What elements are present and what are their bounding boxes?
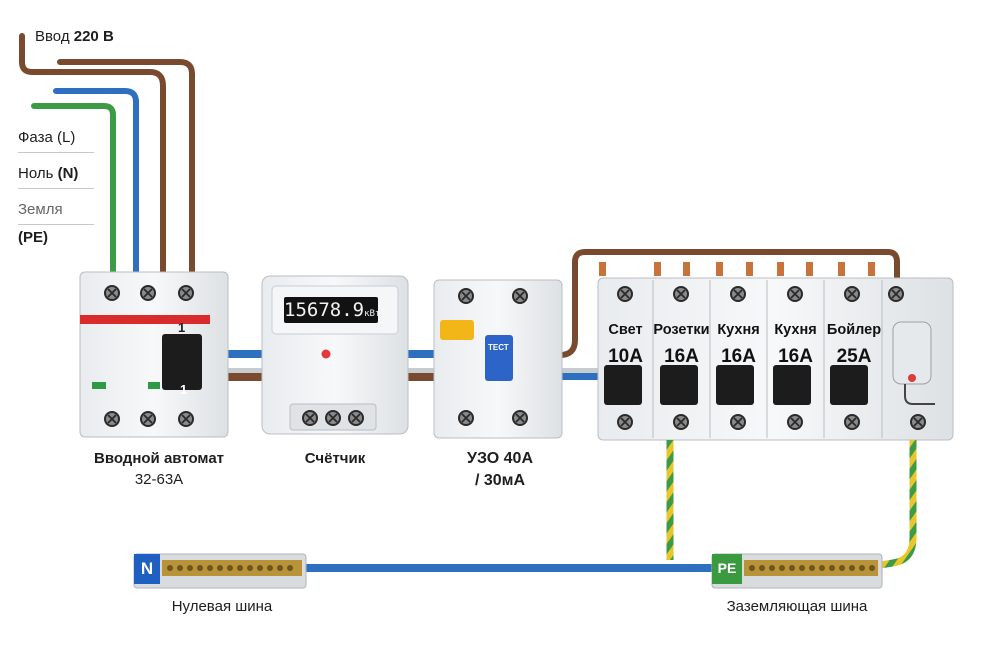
pe-wire-right: [879, 440, 917, 569]
breaker-1-amps: 10А: [608, 346, 643, 367]
input-voltage: 220 В: [73, 28, 114, 45]
meter-display: 15678.9кВт: [284, 297, 381, 323]
breaker-2: Розетки 16А: [653, 322, 710, 368]
rcd-test-label: ТЕСТ: [488, 343, 509, 352]
main-breaker-handle-bottom: 1: [180, 382, 188, 397]
rcd-name-line1: УЗО 40А: [466, 450, 533, 467]
breaker-5: Бойлер 25А: [824, 322, 884, 368]
legend-neutral: Ноль (N): [18, 160, 94, 189]
main-breaker-handle-top: 1: [178, 320, 186, 335]
input-label: Ввод 220 В: [35, 28, 114, 45]
rcd-caption: УЗО 40А / 30мА: [440, 450, 560, 490]
boiler-icon: [892, 321, 935, 405]
breaker-2-amps: 16А: [664, 346, 699, 367]
breaker-3: Кухня 16А: [710, 322, 767, 368]
breaker-group: [597, 262, 954, 441]
legend-earth-label: Земля: [18, 201, 63, 218]
earth-bus: [711, 553, 883, 589]
breaker-1: Свет 10А: [598, 322, 653, 368]
legend-earth: Земля (PE): [18, 196, 94, 246]
legend-phase: Фаза (L): [18, 124, 94, 153]
breaker-4-name: Кухня: [774, 322, 817, 338]
main-breaker-name: Вводной автомат: [93, 450, 225, 467]
meter-caption: Счётчик: [304, 450, 366, 467]
legend-earth-code: (PE): [18, 229, 48, 246]
breaker-3-amps: 16А: [721, 346, 756, 367]
breaker-5-amps: 25А: [836, 346, 872, 367]
breaker-5-name: Бойлер: [826, 322, 882, 338]
neutral-bus: [133, 553, 307, 589]
neutral-bus-tag: N: [140, 559, 154, 578]
rcd-device: [433, 279, 563, 439]
incoming-cables: [19, 33, 195, 275]
rcd-test-button-yellow: [440, 320, 474, 340]
main-breaker-caption: Вводной автомат 32-63А: [84, 450, 234, 488]
breaker-4: Кухня 16А: [767, 322, 824, 368]
legend-neutral-code: (N): [57, 165, 79, 182]
legend-phase-code: (L): [56, 129, 76, 146]
meter-unit: кВт: [364, 309, 381, 319]
neutral-bus-caption: Нулевая шина: [171, 598, 273, 615]
breaker-1-name: Свет: [608, 322, 643, 338]
earth-bus-tag: PE: [717, 560, 737, 576]
breaker-4-amps: 16А: [778, 346, 813, 367]
main-breaker: [79, 271, 229, 438]
legend-phase-label: Фаза: [18, 129, 53, 146]
main-breaker-rating: 32-63А: [134, 471, 184, 488]
link-wires: [226, 249, 900, 381]
earth-bus-caption: Заземляющая шина: [726, 598, 868, 615]
input-prefix: Ввод: [35, 28, 70, 45]
rcd-name-line2: / 30мА: [474, 472, 526, 489]
breaker-2-name: Розетки: [653, 322, 710, 338]
meter-reading: 15678.9: [284, 299, 365, 321]
rcd-lever: [485, 335, 513, 381]
meter-led: [321, 349, 331, 359]
neutral-link-wire: [300, 564, 716, 572]
legend-neutral-label: Ноль: [18, 165, 54, 182]
breaker-3-name: Кухня: [717, 322, 760, 338]
